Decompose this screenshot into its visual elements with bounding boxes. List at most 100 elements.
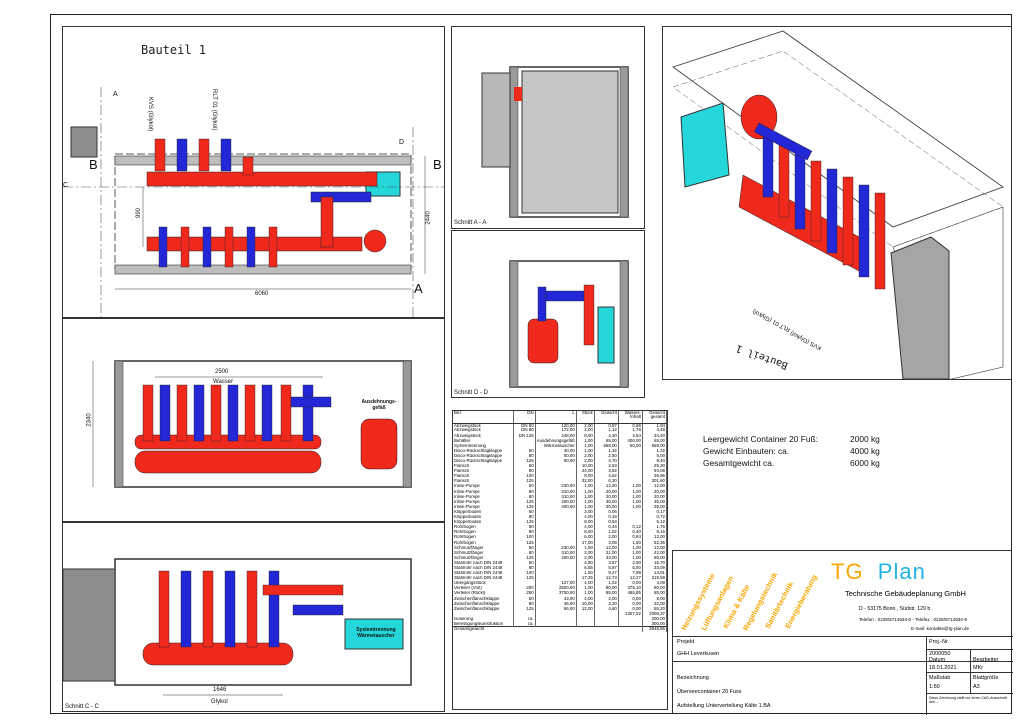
isometric-view: Bauteil 1 RLT 01 (Glykol) KVS (Glykol) bbox=[662, 26, 1012, 380]
parts-table-cell: 1,76 bbox=[642, 524, 668, 530]
label-glykol: Glykol bbox=[211, 699, 228, 705]
parts-table-cell: Systemtrennung bbox=[453, 443, 514, 449]
parts-table-cell: 6,30 bbox=[594, 479, 619, 485]
parts-table-cell: 1,00 bbox=[576, 591, 595, 597]
parts-table-cell: Inline-Pumpe bbox=[453, 499, 514, 505]
parts-table-cell: 4,00 bbox=[576, 428, 595, 434]
parts-table-cell bbox=[535, 479, 577, 485]
parts-table-cell bbox=[535, 540, 577, 546]
parts-table-cell: Disco-Rückschlagklappe bbox=[453, 448, 514, 454]
parts-table-cell: 400,00 bbox=[535, 555, 577, 561]
parts-table-cell: 4,30 bbox=[594, 433, 619, 439]
parts-table-cell: 0,44 bbox=[594, 524, 619, 530]
datum-value: 18.01.2021 bbox=[929, 665, 957, 671]
parts-table-cell: 5,87 bbox=[594, 565, 619, 571]
parts-table-cell: Zwischenflanschklappe bbox=[453, 606, 514, 612]
parts-table-cell: 9,27 bbox=[594, 570, 619, 576]
parts-table-cell: 33,09 bbox=[642, 565, 668, 571]
dim-6060: 6060 bbox=[255, 291, 269, 297]
parts-table-cell bbox=[576, 621, 595, 627]
parts-table-cell: 43,00 bbox=[535, 596, 577, 602]
parts-table-cell: 1,00 bbox=[618, 555, 643, 561]
parts-col-stueck: Stück bbox=[576, 411, 595, 424]
company-name: Technische Gebäudeplanung GmbH bbox=[845, 589, 966, 598]
parts-table-cell: 2,00 bbox=[594, 596, 619, 602]
parts-table-cell: Disco-Rückschlagklappe bbox=[453, 453, 514, 459]
parts-table-cell: 80 bbox=[513, 514, 536, 520]
parts-table-cell bbox=[535, 473, 577, 480]
parts-table-cell: 0,72 bbox=[642, 514, 668, 520]
parts-table-cell: 1,32 bbox=[642, 448, 668, 454]
parts-table-cell: 35,00 bbox=[594, 499, 619, 505]
weight-label: Gewicht Einbauten: ca. bbox=[703, 446, 790, 456]
parts-table-cell: 0,40 bbox=[618, 529, 643, 536]
parts-table-cell: 1,00 bbox=[618, 489, 643, 495]
parts-table-cell: 125 bbox=[513, 519, 536, 525]
proj-nr-label: Proj.-Nr. bbox=[929, 639, 950, 645]
parts-table-cell: 43,00 bbox=[594, 555, 619, 561]
parts-table-cell: 125 bbox=[513, 575, 536, 581]
parts-table-cell: 50,00 bbox=[535, 453, 577, 459]
parts-col-gesamt: Gewicht gesamt bbox=[642, 411, 668, 424]
parts-table-cell: 94,08 bbox=[642, 468, 668, 474]
parts-table-cell: Ausdehnungsgefäß bbox=[535, 438, 577, 444]
parts-table-cell: 2,00 bbox=[594, 535, 619, 541]
parts-table-cell bbox=[618, 468, 643, 474]
parts-table-cell: 465,85 bbox=[618, 591, 643, 597]
section-aa-drawing bbox=[481, 66, 629, 218]
parts-table-cell: 50 bbox=[513, 463, 536, 469]
parts-table-cell: Klöpperboden bbox=[453, 514, 514, 520]
parts-table-cell: DN 80 bbox=[513, 428, 536, 434]
section-dd: Schnitt D - D bbox=[451, 230, 645, 398]
parts-table-cell bbox=[535, 529, 577, 536]
bearbeiter-value: MKr bbox=[973, 665, 984, 671]
parts-table-cell: 668,00 bbox=[594, 443, 619, 449]
parts-table-cell: 20,00 bbox=[642, 489, 668, 495]
label-ausdehnungsgefaess: Ausdehnungs-gefäß bbox=[361, 399, 397, 411]
parts-table-cell bbox=[618, 463, 643, 469]
parts-table-cell: 200 bbox=[513, 586, 536, 592]
parts-table-cell: 5,12 bbox=[642, 519, 668, 525]
parts-table-cell: Disco-Rückschlagklappe bbox=[453, 458, 514, 464]
parts-table-cell: 1,00 bbox=[618, 504, 643, 510]
title-block: Heizungssysteme Lüftungsanlagen Klima & … bbox=[672, 550, 1013, 715]
parts-table-cell: 1,12 bbox=[594, 428, 619, 434]
parts-table-cell: 1,02 bbox=[594, 529, 619, 536]
massstab-label: Maßstab bbox=[929, 675, 951, 681]
parts-table-cell: Stahlrohr nach DIN 2448 bbox=[453, 560, 514, 566]
brand-logo: TG Plan bbox=[831, 559, 926, 585]
parts-table-cell: 10,00 bbox=[576, 463, 595, 469]
bezeichnung-line-1: Überseecontainer 20 Fuss bbox=[677, 689, 742, 695]
parts-table-cell: 125 bbox=[513, 479, 536, 485]
parts-table-cell: 50 bbox=[513, 524, 536, 530]
parts-table-cell: 4,70 bbox=[594, 458, 619, 464]
parts-table-cell: 6,00 bbox=[576, 535, 595, 541]
parts-table-cell: 4,00 bbox=[576, 514, 595, 520]
parts-table-cell bbox=[576, 616, 595, 622]
parts-table-cell bbox=[513, 438, 536, 444]
parts-table-cell: 20,00 bbox=[594, 489, 619, 495]
parts-table-cell: 25,30 bbox=[642, 463, 668, 469]
parts-table-cell: 3,00 bbox=[576, 509, 595, 515]
parts-table-cell: DN 50 bbox=[513, 423, 536, 429]
section-mark-b-right: B bbox=[433, 157, 442, 172]
parts-table-cell bbox=[513, 611, 536, 617]
section-mark-c: C bbox=[63, 182, 69, 189]
parts-table-cell bbox=[453, 611, 514, 617]
parts-table-cell: Stahlrohr nach DIN 2448 bbox=[453, 570, 514, 576]
parts-table-cell: 80 bbox=[513, 565, 536, 571]
parts-table-cell: 4,80 bbox=[576, 560, 595, 566]
parts-table-cell: 2,00 bbox=[576, 458, 595, 464]
